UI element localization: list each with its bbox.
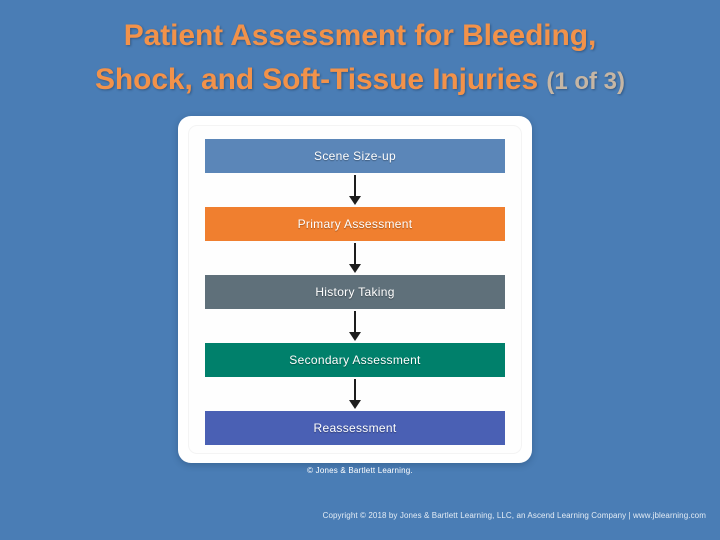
arrow-shaft <box>354 311 356 334</box>
flow-box-2-label: Primary Assessment <box>297 217 413 231</box>
footer-copyright: Copyright © 2018 by Jones & Bartlett Lea… <box>322 511 706 520</box>
flow-step-primary-assessment: Primary Assessment <box>205 207 510 246</box>
arrow-shaft <box>354 379 356 402</box>
arrow-shaft <box>354 243 356 266</box>
flow-step-secondary-assessment: Secondary Assessment <box>205 343 510 382</box>
down-arrow-icon <box>205 377 505 411</box>
flow-box-5-label: Reassessment <box>313 421 397 435</box>
arrow-head <box>349 264 361 273</box>
figure-card: Scene Size-up Primary Assessment His <box>178 116 532 463</box>
slide-count-label: (1 of 3) <box>546 68 626 95</box>
flow-step-scene-size-up: Scene Size-up <box>205 139 510 178</box>
figure-card-inner: Scene Size-up Primary Assessment His <box>188 125 522 454</box>
flow-box-4: Secondary Assessment <box>205 343 510 382</box>
flow-box-5: Reassessment <box>205 411 510 450</box>
page-title-line-2-wrap: Shock, and Soft-Tissue Injuries (1 of 3) <box>0 58 720 104</box>
flow-step-history-taking: History Taking <box>205 275 510 314</box>
flow-box-2: Primary Assessment <box>205 207 510 246</box>
flow-box-1: Scene Size-up <box>205 139 510 178</box>
arrow-head <box>349 196 361 205</box>
flow-box-4-label: Secondary Assessment <box>289 353 421 367</box>
page-title: Patient Assessment for Bleeding, Shock, … <box>0 14 720 104</box>
footer-bar: Copyright © 2018 by Jones & Bartlett Lea… <box>0 500 720 540</box>
down-arrow-icon <box>205 241 505 275</box>
page-title-line-2: Shock, and Soft-Tissue Injuries <box>94 63 539 96</box>
flow-box-3: History Taking <box>205 275 510 314</box>
patient-assessment-flowchart: Scene Size-up Primary Assessment His <box>205 139 510 450</box>
flow-box-3-label: History Taking <box>315 285 395 299</box>
arrow-head <box>349 400 361 409</box>
down-arrow-icon <box>205 173 505 207</box>
page-title-line-1: Patient Assessment for Bleeding, <box>123 19 597 52</box>
flow-step-reassessment: Reassessment <box>205 411 510 450</box>
arrow-shaft <box>354 175 356 198</box>
flow-box-1-label: Scene Size-up <box>314 149 396 163</box>
figure-credit: © Jones & Bartlett Learning. <box>307 466 413 475</box>
down-arrow-icon <box>205 309 505 343</box>
arrow-head <box>349 332 361 341</box>
